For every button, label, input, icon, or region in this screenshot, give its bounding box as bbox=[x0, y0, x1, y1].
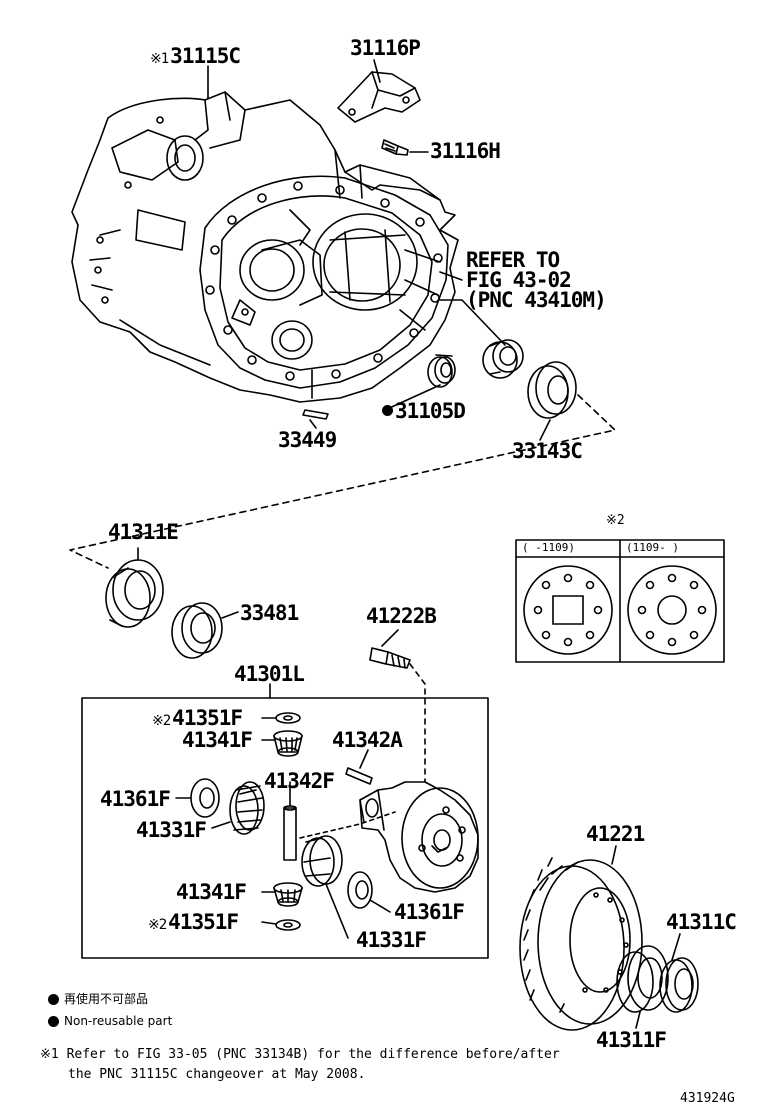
pin-33449 bbox=[302, 409, 329, 420]
race-41311C bbox=[659, 933, 699, 1013]
label-41361F-left: 41361F bbox=[100, 787, 171, 811]
label-31116H: 31116H bbox=[430, 139, 501, 163]
label-41311C: 41311C bbox=[666, 910, 737, 934]
label-41301L: 41301L bbox=[234, 662, 305, 686]
label-41331F-right: 41331F bbox=[356, 928, 427, 952]
side-gear-41331F-right bbox=[301, 835, 349, 939]
mark-note2: ※2 bbox=[152, 713, 171, 729]
label-41311E: 41311E bbox=[108, 520, 179, 544]
variant-washer-after bbox=[627, 565, 717, 655]
legend-jp: 再使用不可部品 bbox=[64, 992, 149, 1006]
part-number: 31105D bbox=[395, 399, 466, 423]
label-41311F: 41311F bbox=[596, 1028, 667, 1052]
label-41331F-left: 41331F bbox=[136, 818, 207, 842]
side-gear-41331F-left bbox=[211, 781, 265, 835]
refer-line3: (PNC 43410M) bbox=[466, 288, 607, 312]
pinion-41341F-bottom bbox=[261, 882, 303, 907]
label-31116P: 31116P bbox=[350, 36, 421, 60]
refer-line2: FIG 43-02 bbox=[466, 268, 572, 292]
footnote-line2: the PNC 31115C changeover at May 2008. bbox=[68, 1067, 366, 1082]
label-41342A: 41342A bbox=[332, 728, 403, 752]
footnote-text: Refer to FIG 33-05 (PNC 33134B) for the … bbox=[66, 1047, 560, 1062]
label-33143C: 33143C bbox=[512, 439, 583, 463]
footnote-line1: ※1 Refer to FIG 33-05 (PNC 33134B) for t… bbox=[40, 1048, 560, 1061]
variant-table-mark: ※2 bbox=[606, 513, 625, 528]
cover-31116P bbox=[337, 71, 421, 123]
legend-bullet-en bbox=[48, 1016, 59, 1027]
bearing-41311E bbox=[105, 547, 164, 628]
bearing-41311F bbox=[616, 945, 669, 1029]
ring-gear-41221 bbox=[519, 845, 643, 1031]
part-number: 41351F bbox=[168, 910, 239, 934]
seal-33481 bbox=[171, 602, 239, 659]
refer-line1: REFER TO bbox=[466, 248, 560, 272]
variant-table-col-after: (1109- ) bbox=[626, 541, 679, 554]
legend-bullet-jp bbox=[48, 994, 59, 1005]
label-41351F-bottom: ※241351F bbox=[148, 910, 239, 934]
pinion-41341F-top bbox=[261, 730, 303, 757]
label-41361F-right: 41361F bbox=[394, 900, 465, 924]
part-number: 31115C bbox=[170, 44, 241, 68]
shaft-41342F bbox=[283, 781, 297, 861]
label-41342F: 41342F bbox=[264, 769, 335, 793]
part-number: 41351F bbox=[172, 706, 243, 730]
label-31115C: ※131115C bbox=[150, 44, 241, 68]
label-31105D: 31105D bbox=[382, 399, 466, 423]
label-41341F-bottom: 41341F bbox=[176, 880, 247, 904]
bearing-43410M bbox=[482, 339, 524, 379]
legend-en: Non-reusable part bbox=[64, 1014, 173, 1028]
variant-washer-before bbox=[523, 565, 613, 655]
differential-box bbox=[81, 697, 489, 959]
non-reusable-bullet bbox=[382, 404, 393, 416]
seal-31105D bbox=[427, 356, 456, 388]
label-41341F-top: 41341F bbox=[182, 728, 253, 752]
variant-table-col-before: ( -1109) bbox=[522, 541, 575, 554]
footnote-mark: ※1 bbox=[40, 1047, 59, 1062]
differential-case bbox=[359, 781, 479, 893]
bolt-31116H bbox=[381, 139, 429, 156]
transaxle-housing bbox=[71, 91, 459, 403]
label-33449: 33449 bbox=[278, 428, 337, 452]
mark-note2: ※2 bbox=[148, 917, 167, 933]
label-41351F-top: ※241351F bbox=[152, 706, 243, 730]
race-33143C bbox=[527, 361, 577, 419]
label-41222B: 41222B bbox=[366, 604, 437, 628]
bolt-41222B bbox=[369, 629, 426, 783]
figure-id: 431924G bbox=[680, 1091, 735, 1106]
label-33481: 33481 bbox=[240, 601, 299, 625]
label-41221: 41221 bbox=[586, 822, 645, 846]
mark-note1: ※1 bbox=[150, 51, 169, 67]
